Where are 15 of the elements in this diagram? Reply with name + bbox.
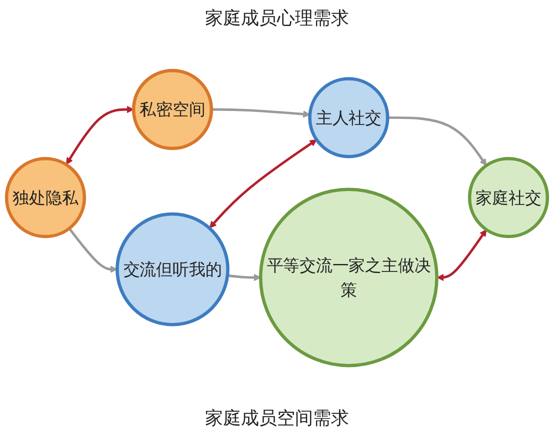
arrow xyxy=(388,116,487,166)
node-circle: 家庭社交 xyxy=(468,156,550,238)
node-circle: 独处隐私 xyxy=(4,156,86,238)
arrow xyxy=(436,229,487,282)
arrow xyxy=(209,139,317,228)
arrow xyxy=(211,108,310,118)
node-circle: 平等交流一家之主做决策 xyxy=(258,188,438,368)
diagram-heading: 家庭成员空间需求 xyxy=(205,407,349,430)
node-circle: 私密空间 xyxy=(132,68,214,150)
node-circle: 主人社交 xyxy=(308,77,390,158)
node-circle: 交流但听我的 xyxy=(116,212,230,326)
arrow xyxy=(227,274,261,282)
arrow xyxy=(66,106,134,165)
arrow xyxy=(68,228,118,273)
diagram-heading: 家庭成员心理需求 xyxy=(205,7,349,30)
